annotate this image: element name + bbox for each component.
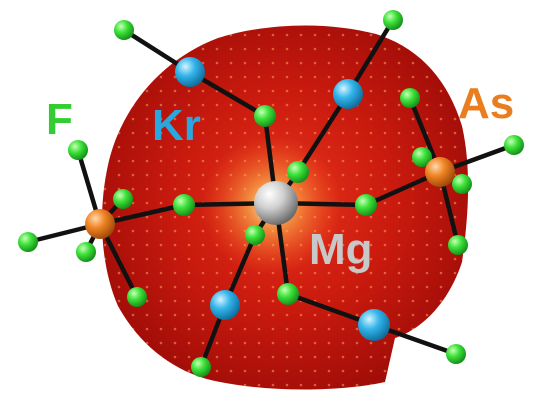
fluorine-atom [254,105,276,127]
bond [295,91,351,175]
fluorine-atom [355,194,377,216]
fluorine-atom [504,135,524,155]
krypton-atom [358,309,390,341]
arsenic-atom [85,209,115,239]
krypton-atom [210,290,240,320]
arsenic-atom [425,157,455,187]
label-magnesium: Mg [309,225,373,274]
fluorine-atom [76,242,96,262]
fluorine-atom [113,189,133,209]
fluorine-atom [287,161,309,183]
fluorine-atom [18,232,38,252]
fluorine-atom [173,194,195,216]
label-krypton: Kr [152,101,201,150]
fluorine-atom [400,88,420,108]
fluorine-atom [448,235,468,255]
atoms [18,10,524,377]
fluorine-atom [114,20,134,40]
fluorine-atom [446,344,466,364]
fluorine-atom [277,283,299,305]
label-fluorine: F [46,95,73,144]
fluorine-atom [412,147,432,167]
fluorine-atom [245,225,265,245]
fluorine-atom [68,140,88,160]
magnesium-atom [254,181,298,225]
label-arsenic: As [458,79,514,128]
krypton-atom [175,57,205,87]
fluorine-atom [383,10,403,30]
krypton-atom [333,79,363,109]
fluorine-atom [127,287,147,307]
element-labels: F Kr As Mg [46,79,514,274]
fluorine-atom [452,174,472,194]
fluorine-atom [191,357,211,377]
